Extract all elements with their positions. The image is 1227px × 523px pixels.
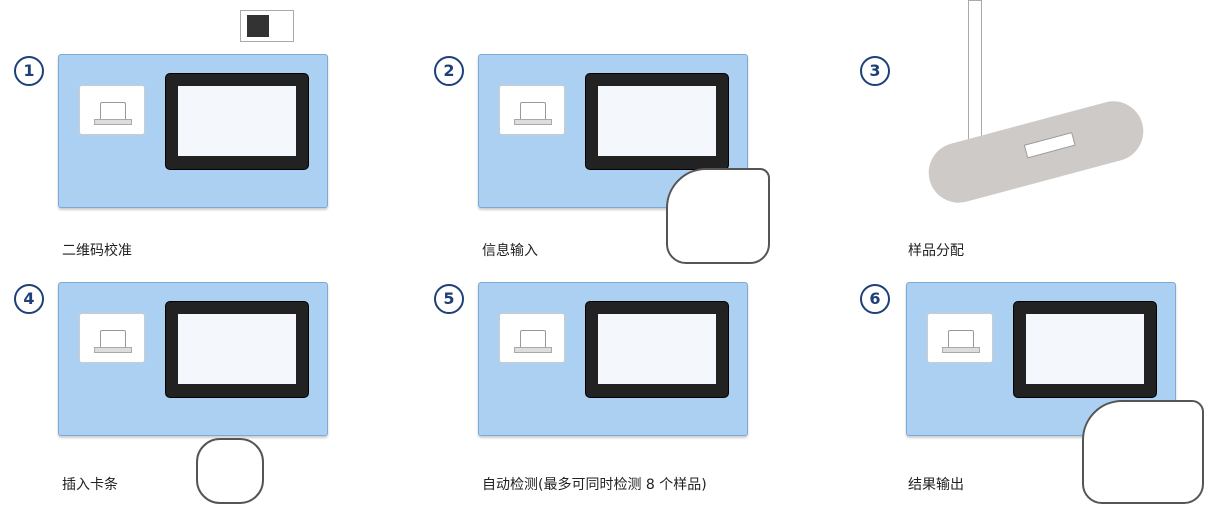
step-caption: 插入卡条 [62,477,118,493]
step-caption: 结果输出 [908,477,964,493]
step-number: 1 [14,56,44,86]
step-number: 3 [860,56,890,86]
pointing-hand-icon [666,168,770,264]
analyzer-device [58,282,328,436]
step-4: 4 插入卡条 [0,262,400,522]
analyzer-device [478,282,748,436]
pipette-icon [968,0,982,142]
step-caption: 自动检测(最多可同时检测 8 个样品) [482,477,707,493]
qr-code-icon [240,10,294,42]
card-slot [79,313,145,363]
step-5: 5 自动检测(最多可同时检测 8 个样品) [420,262,820,522]
touch-screen [585,301,729,398]
touch-screen [165,301,309,398]
inserting-hand-icon [196,438,264,504]
pointing-hand-icon [1082,400,1204,504]
step-number: 2 [434,56,464,86]
test-strip-icon [921,94,1151,210]
step-number: 6 [860,284,890,314]
analyzer-device [58,54,328,208]
step-caption: 二维码校准 [62,243,132,259]
analyzer-device [478,54,748,208]
touch-screen [165,73,309,170]
step-1: 1 二维码校准 [0,0,400,260]
step-6: 6 结果输出 [846,262,1227,522]
step-caption: 信息输入 [482,243,538,259]
step-3: 3 样品分配 [846,0,1227,260]
step-number: 5 [434,284,464,314]
touch-screen [585,73,729,170]
card-slot [499,313,565,363]
touch-screen [1013,301,1157,398]
step-number: 4 [14,284,44,314]
step-caption: 样品分配 [908,243,964,259]
card-slot [927,313,993,363]
card-slot [79,85,145,135]
step-2: 2 信息输入 [420,0,820,264]
card-slot [499,85,565,135]
